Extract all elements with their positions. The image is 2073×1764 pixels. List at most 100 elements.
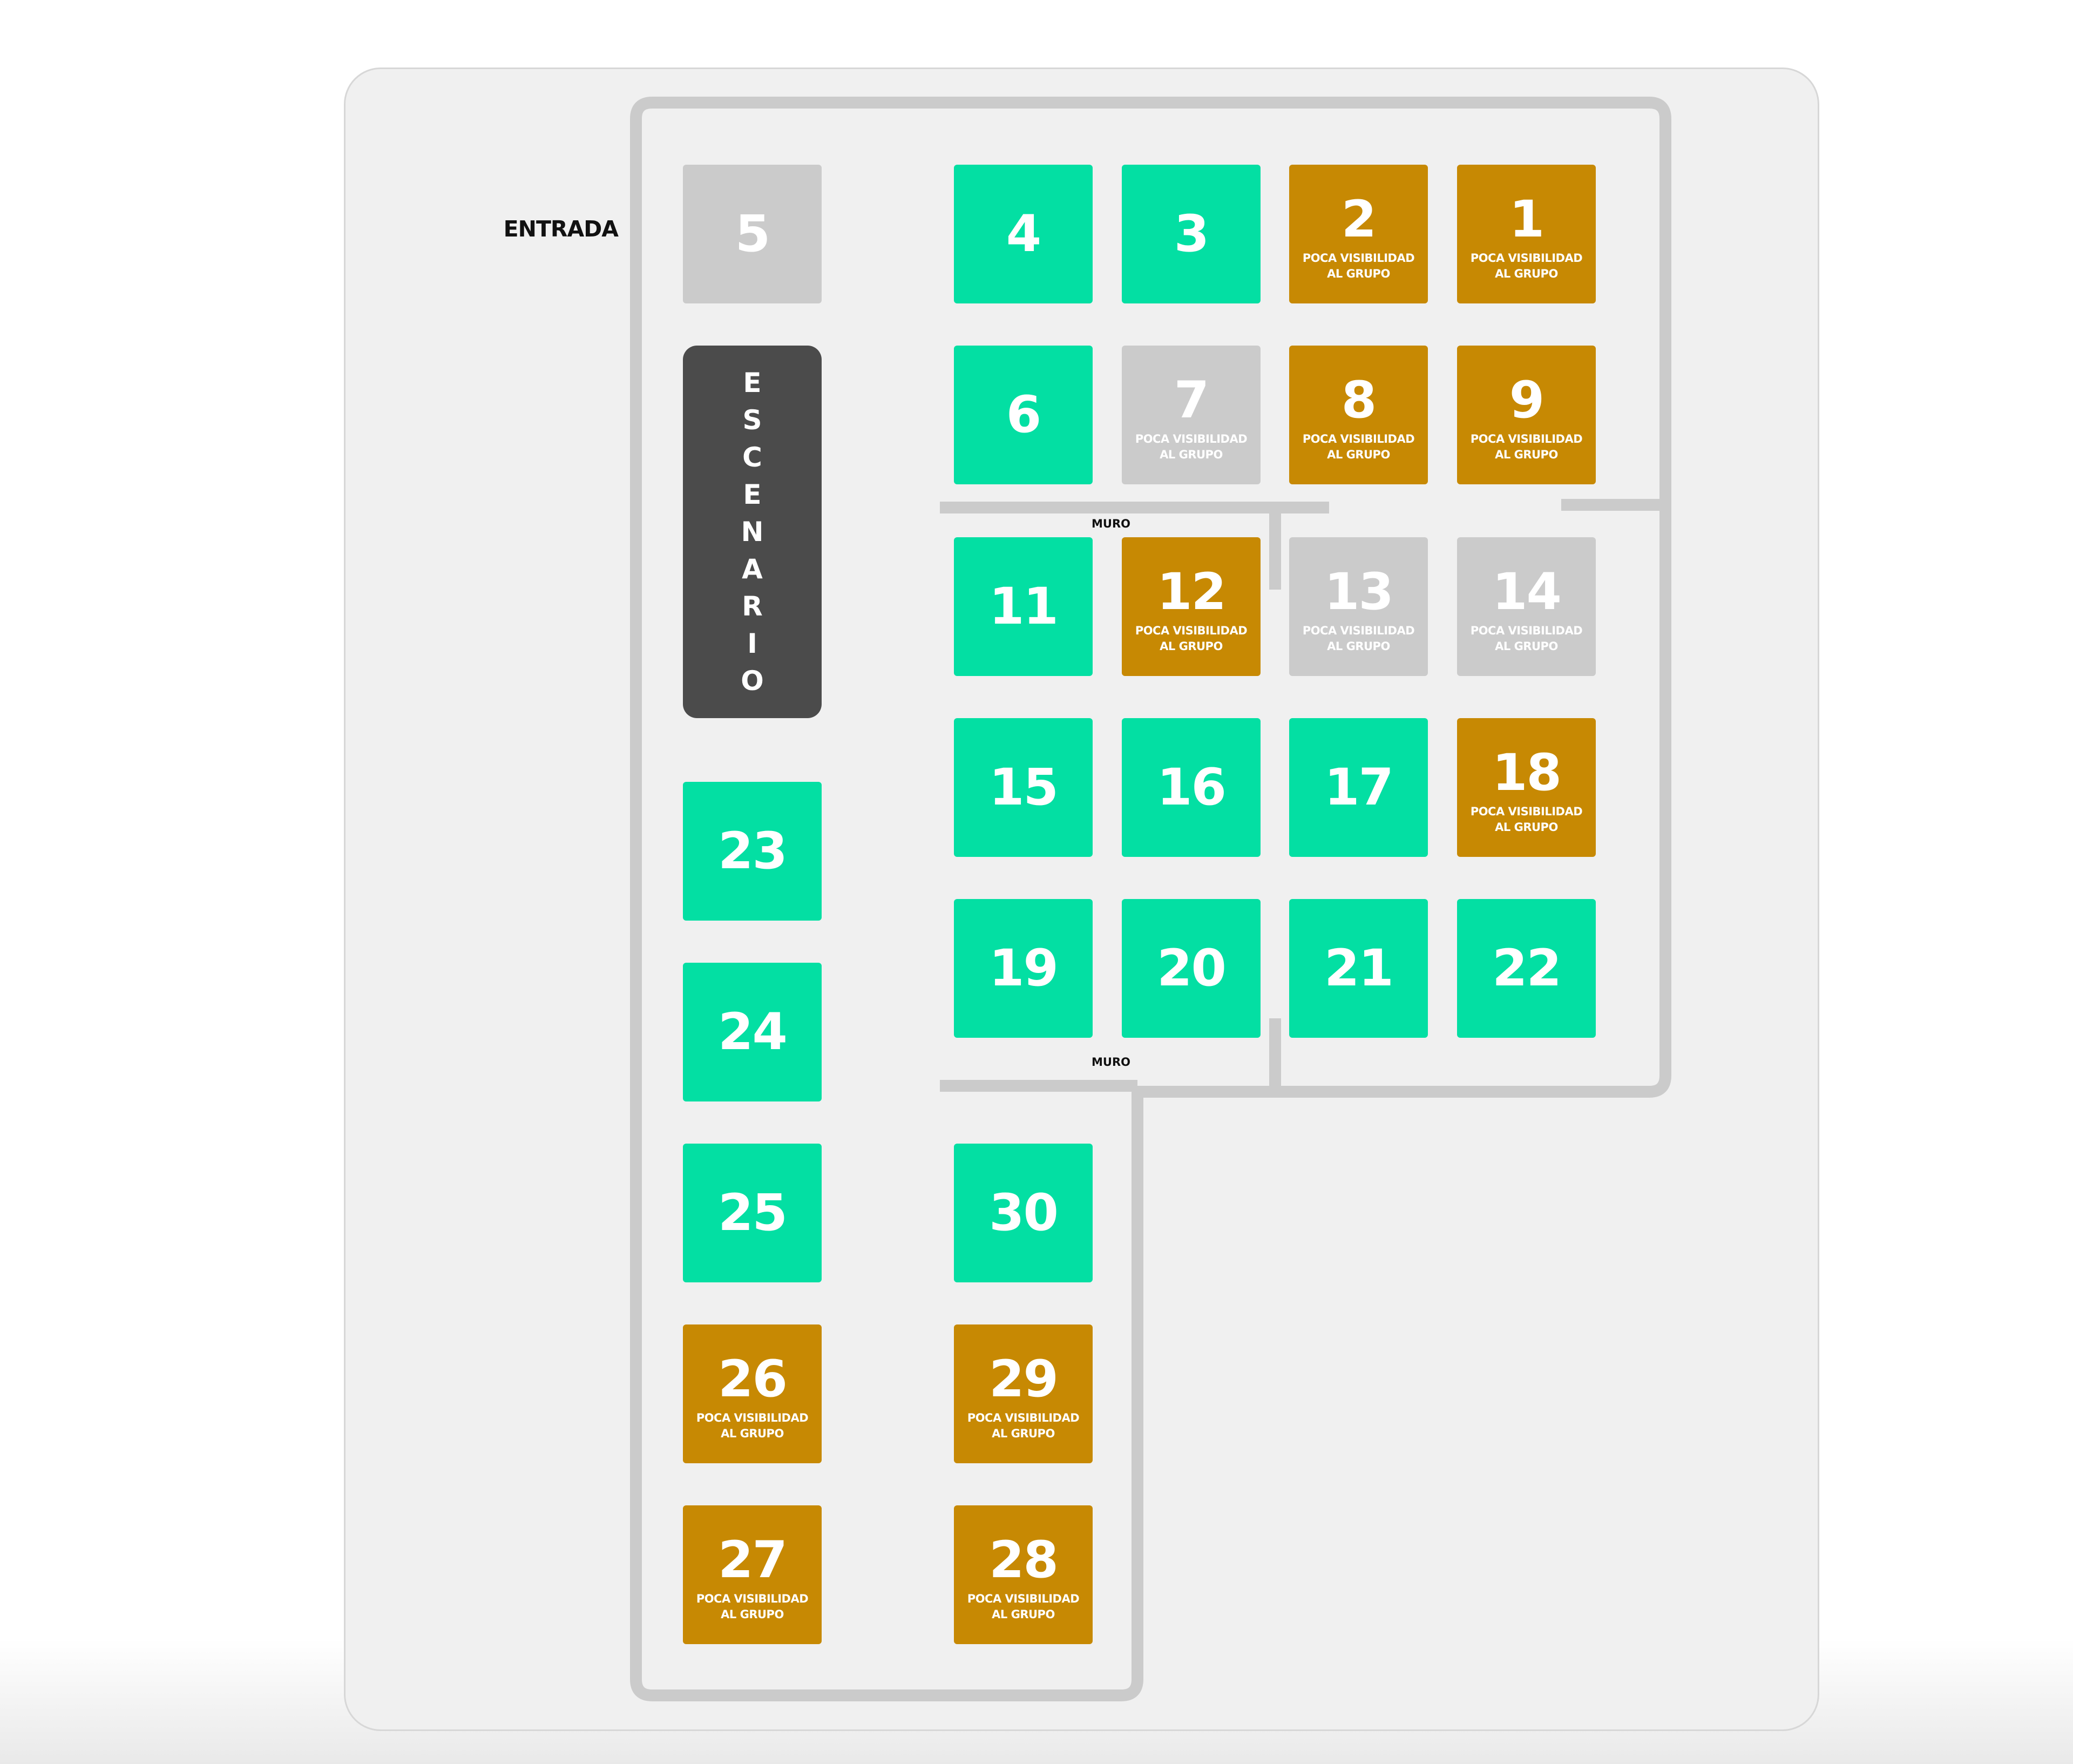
- wall-label: MURO: [1092, 517, 1130, 530]
- table-number: 6: [1006, 385, 1041, 444]
- table-19[interactable]: 19: [954, 899, 1093, 1038]
- visibility-note: POCA VISIBILIDAD AL GRUPO: [1470, 251, 1583, 282]
- table-number: 11: [989, 577, 1059, 636]
- visibility-note: POCA VISIBILIDAD AL GRUPO: [1470, 804, 1583, 835]
- table-6[interactable]: 6: [954, 346, 1093, 484]
- visibility-note-line: AL GRUPO: [1327, 639, 1390, 653]
- stage-letter: S: [742, 404, 762, 436]
- table-number: 12: [1157, 562, 1227, 621]
- visibility-note-line: POCA VISIBILIDAD: [1302, 624, 1415, 637]
- table-number: 8: [1341, 370, 1377, 430]
- stage-letter: R: [742, 590, 763, 622]
- table-number: 17: [1324, 758, 1394, 817]
- table-number: 19: [989, 938, 1059, 998]
- visibility-note-line: POCA VISIBILIDAD: [1302, 432, 1415, 445]
- stage-letter: N: [741, 516, 764, 548]
- table-number: 15: [989, 758, 1059, 817]
- visibility-note-line: POCA VISIBILIDAD: [1470, 251, 1583, 265]
- stage-letter: E: [743, 367, 762, 398]
- visibility-note-line: AL GRUPO: [1327, 448, 1390, 461]
- table-number: 28: [989, 1530, 1059, 1590]
- table-number: 18: [1492, 743, 1562, 802]
- visibility-note-line: AL GRUPO: [721, 1427, 784, 1440]
- visibility-note-line: AL GRUPO: [1495, 820, 1558, 834]
- table-number: 23: [718, 821, 788, 881]
- table-number: 5: [735, 204, 770, 263]
- visibility-note-line: AL GRUPO: [1160, 639, 1223, 653]
- stage-letter: A: [742, 553, 763, 585]
- table-number: 27: [718, 1530, 788, 1590]
- visibility-note-line: AL GRUPO: [1160, 448, 1223, 461]
- table-11[interactable]: 11: [954, 537, 1093, 676]
- visibility-note-line: POCA VISIBILIDAD: [1135, 432, 1248, 445]
- table-number: 29: [989, 1349, 1059, 1409]
- table-21[interactable]: 21: [1289, 899, 1428, 1038]
- table-20[interactable]: 20: [1122, 899, 1261, 1038]
- visibility-note: POCA VISIBILIDAD AL GRUPO: [1470, 623, 1583, 654]
- visibility-note-line: AL GRUPO: [1495, 639, 1558, 653]
- visibility-note-line: POCA VISIBILIDAD: [1470, 805, 1583, 818]
- table-5[interactable]: 5: [683, 165, 822, 303]
- table-22[interactable]: 22: [1457, 899, 1596, 1038]
- table-number: 24: [718, 1002, 788, 1062]
- visibility-note-line: POCA VISIBILIDAD: [1470, 432, 1583, 445]
- stage-letter: C: [742, 441, 762, 473]
- table-number: 22: [1492, 938, 1562, 998]
- table-number: 1: [1509, 190, 1544, 249]
- table-16[interactable]: 16: [1122, 718, 1261, 857]
- visibility-note-line: AL GRUPO: [992, 1427, 1055, 1440]
- table-30[interactable]: 30: [954, 1144, 1093, 1282]
- table-number: 14: [1492, 562, 1562, 621]
- visibility-note-line: POCA VISIBILIDAD: [967, 1411, 1080, 1424]
- table-number: 3: [1174, 204, 1209, 263]
- table-24[interactable]: 24: [683, 963, 822, 1101]
- table-number: 13: [1324, 562, 1394, 621]
- table-17[interactable]: 17: [1289, 718, 1428, 857]
- visibility-note: POCA VISIBILIDAD AL GRUPO: [696, 1410, 809, 1442]
- visibility-note-line: AL GRUPO: [992, 1607, 1055, 1621]
- visibility-note-line: POCA VISIBILIDAD: [696, 1411, 809, 1424]
- visibility-note-line: POCA VISIBILIDAD: [967, 1592, 1080, 1605]
- visibility-note-line: POCA VISIBILIDAD: [1470, 624, 1583, 637]
- table-number: 9: [1509, 370, 1544, 430]
- visibility-note: POCA VISIBILIDAD AL GRUPO: [1135, 623, 1248, 654]
- visibility-note: POCA VISIBILIDAD AL GRUPO: [1302, 623, 1415, 654]
- visibility-note-line: AL GRUPO: [1495, 267, 1558, 280]
- table-number: 2: [1341, 190, 1377, 249]
- table-3[interactable]: 3: [1122, 165, 1261, 303]
- entrance-label: ENTRADA: [503, 216, 619, 242]
- visibility-note: POCA VISIBILIDAD AL GRUPO: [967, 1591, 1080, 1623]
- table-number: 26: [718, 1349, 788, 1409]
- table-number: 16: [1157, 758, 1227, 817]
- visibility-note: POCA VISIBILIDAD AL GRUPO: [1302, 431, 1415, 463]
- table-number: 25: [718, 1183, 788, 1242]
- table-15[interactable]: 15: [954, 718, 1093, 857]
- table-4[interactable]: 4: [954, 165, 1093, 303]
- visibility-note-line: POCA VISIBILIDAD: [696, 1592, 809, 1605]
- visibility-note-line: POCA VISIBILIDAD: [1135, 624, 1248, 637]
- table-number: 7: [1174, 370, 1209, 430]
- stage-letter: I: [747, 627, 757, 659]
- table-23[interactable]: 23: [683, 782, 822, 921]
- table-25[interactable]: 25: [683, 1144, 822, 1282]
- wall-label: MURO: [1092, 1056, 1130, 1069]
- visibility-note-line: POCA VISIBILIDAD: [1302, 251, 1415, 265]
- stage-letter: E: [743, 478, 762, 510]
